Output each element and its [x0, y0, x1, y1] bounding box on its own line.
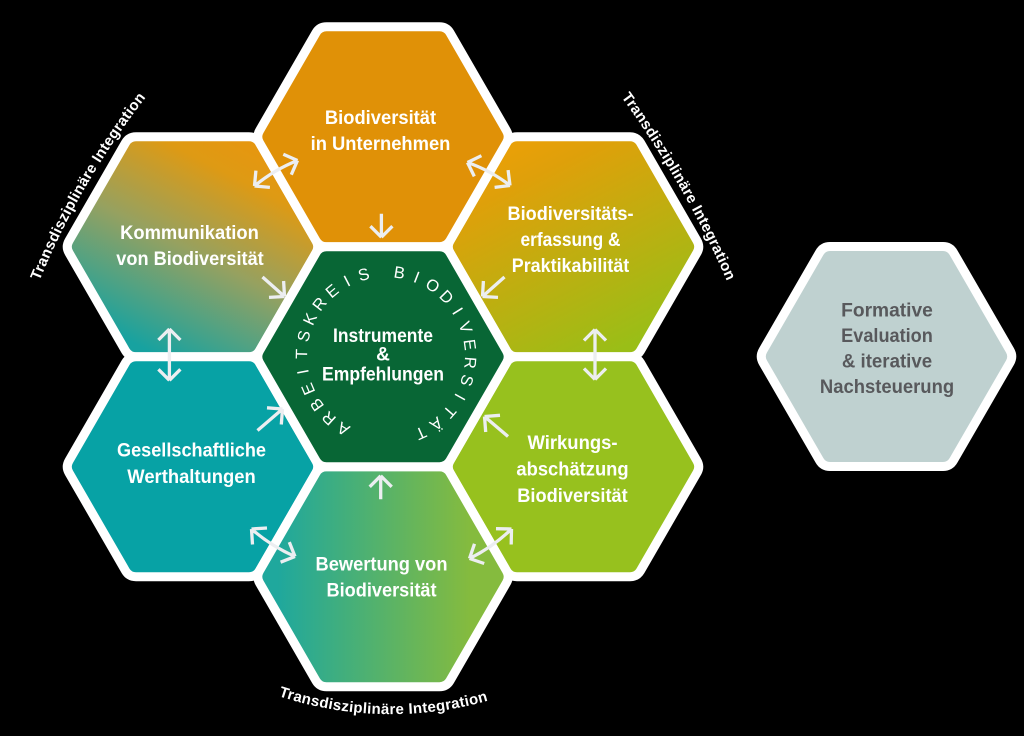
svg-text:Empfehlungen: Empfehlungen [322, 364, 444, 385]
svg-text:Kommunikation: Kommunikation [120, 223, 259, 244]
svg-text:I: I [411, 269, 422, 287]
svg-text:in Unternehmen: in Unternehmen [311, 134, 451, 155]
svg-text:Biodiversität: Biodiversität [325, 108, 437, 129]
svg-text:Biodiversität: Biodiversität [517, 486, 628, 507]
svg-text:abschätzung: abschätzung [516, 460, 628, 481]
svg-text:Nachsteuerung: Nachsteuerung [820, 377, 954, 398]
svg-text:von Biodiversität: von Biodiversität [116, 249, 264, 270]
svg-text:Formative: Formative [841, 301, 933, 322]
svg-text:erfassung &: erfassung & [521, 230, 621, 251]
svg-text:S: S [456, 372, 476, 388]
svg-text:Biodiversitäts-: Biodiversitäts- [508, 204, 634, 225]
svg-text:Wirkungs-: Wirkungs- [528, 433, 618, 454]
svg-text:S: S [356, 265, 371, 285]
svg-text:& iterative: & iterative [842, 352, 932, 373]
svg-text:Instrumente: Instrumente [333, 326, 433, 347]
svg-text:I: I [294, 368, 313, 376]
svg-text:E: E [460, 338, 479, 351]
svg-text:Bewertung von: Bewertung von [316, 555, 448, 576]
svg-text:B: B [392, 263, 406, 283]
svg-text:S: S [294, 329, 314, 344]
svg-text:T: T [293, 349, 311, 360]
svg-text:Biodiversität: Biodiversität [326, 581, 437, 602]
svg-text:Werthaltungen: Werthaltungen [127, 467, 255, 488]
svg-text:Praktikabilität: Praktikabilität [512, 256, 630, 277]
svg-text:Evaluation: Evaluation [841, 326, 933, 347]
svg-text:&: & [376, 345, 390, 366]
svg-text:Gesellschaftliche: Gesellschaftliche [117, 441, 266, 462]
svg-text:R: R [460, 356, 479, 369]
